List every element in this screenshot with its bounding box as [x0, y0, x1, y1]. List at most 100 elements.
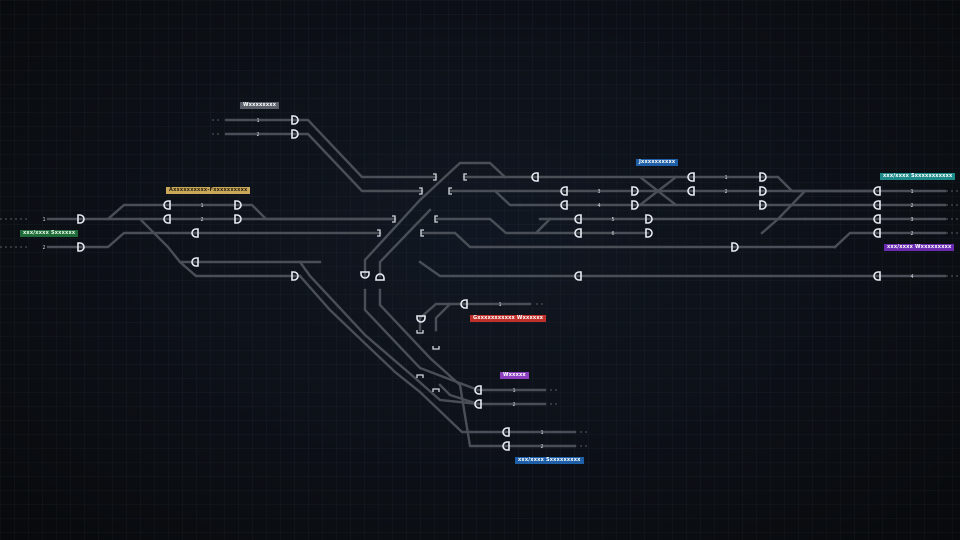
signal-icon[interactable]: [191, 257, 199, 267]
signal-icon[interactable]: [416, 315, 426, 323]
track-segment: [292, 118, 438, 179]
signal-icon[interactable]: [687, 172, 695, 182]
track-number: 2: [910, 231, 913, 237]
direction-label-west[interactable]: xxx/xxxx Sxxxxxx: [20, 230, 79, 237]
station-label-south-red[interactable]: Gxxxxxxxxxxx Wxxxxxx: [470, 315, 547, 322]
signal-icon[interactable]: [474, 399, 482, 409]
track-segment: [378, 208, 432, 278]
track-segment: [434, 217, 650, 235]
signal-icon[interactable]: [234, 200, 242, 210]
signal-icon[interactable]: [375, 273, 385, 281]
track-segment: [292, 132, 424, 193]
track-segment: [493, 189, 522, 207]
signal-icon[interactable]: [474, 385, 482, 395]
track-lines: [0, 118, 960, 448]
station-label-west-top[interactable]: Wxxxxxxxx: [240, 102, 280, 109]
track-number: 1: [200, 203, 203, 209]
track-number: 1: [540, 430, 543, 436]
track-number: 1: [724, 175, 727, 181]
track-segment: [298, 260, 480, 406]
signal-icon[interactable]: [731, 242, 739, 252]
track-number: 6: [611, 231, 614, 237]
signal-icon[interactable]: [163, 200, 171, 210]
signal-icon[interactable]: [759, 186, 767, 196]
signal-icon[interactable]: [191, 228, 199, 238]
signal-icon[interactable]: [645, 214, 653, 224]
track-number: 2: [200, 217, 203, 223]
station-label-south-purple[interactable]: Wxxxxx: [500, 372, 529, 379]
track-segment: [138, 217, 322, 264]
bracket-marker: [416, 330, 424, 334]
signal-icon[interactable]: [873, 200, 881, 210]
track-segment: [363, 161, 507, 278]
signal-icon[interactable]: [291, 115, 299, 125]
direction-label-east-bottom[interactable]: xxx/xxxx Wxxxxxxxxx: [884, 244, 955, 251]
bracket-marker: [420, 229, 424, 237]
signal-icon[interactable]: [759, 200, 767, 210]
track-segment: [420, 231, 837, 249]
bracket-marker: [463, 173, 467, 181]
signal-icon[interactable]: [291, 271, 299, 281]
signal-icon[interactable]: [460, 299, 468, 309]
signal-icon[interactable]: [873, 271, 881, 281]
signal-icon[interactable]: [502, 427, 510, 437]
signal-icon[interactable]: [560, 186, 568, 196]
signal-icon[interactable]: [360, 271, 370, 279]
station-label-west-main[interactable]: Axxxxxxxxxx-Fxxxxxxxxxx: [166, 187, 251, 194]
signal-icon[interactable]: [873, 214, 881, 224]
signal-icon[interactable]: [291, 129, 299, 139]
signal-icon[interactable]: [77, 214, 85, 224]
track-segment: [78, 231, 382, 249]
station-label-center-east[interactable]: Jxxxxxxxxxx: [636, 159, 679, 166]
signal-icon[interactable]: [77, 242, 85, 252]
signals: [77, 115, 881, 451]
track-segment: [438, 383, 480, 406]
bracket-marker: [392, 215, 396, 223]
signal-icon[interactable]: [873, 228, 881, 238]
track-segment: [434, 302, 452, 332]
track-number: 1: [256, 118, 259, 124]
signal-icon[interactable]: [574, 228, 582, 238]
signal-icon[interactable]: [560, 200, 568, 210]
track-number: 4: [597, 203, 600, 209]
track-segment: [760, 189, 807, 235]
track-segment: [760, 175, 878, 193]
track-number: 2: [910, 203, 913, 209]
signal-icon[interactable]: [502, 441, 510, 451]
track-segment: [638, 175, 678, 207]
track-segment: [178, 260, 302, 278]
signal-icon[interactable]: [574, 214, 582, 224]
signal-icon[interactable]: [873, 186, 881, 196]
track-number: 2: [540, 444, 543, 450]
track-end-brackets: [377, 173, 467, 392]
direction-label-south[interactable]: xxx/xxxx Sxxxxxxxxx: [515, 457, 584, 464]
signal-icon[interactable]: [531, 172, 539, 182]
signal-icon[interactable]: [574, 271, 582, 281]
track-number: 2: [512, 402, 515, 408]
track-number: 5: [611, 217, 614, 223]
track-number: 1: [910, 189, 913, 195]
signal-icon[interactable]: [631, 200, 639, 210]
signal-icon[interactable]: [163, 214, 171, 224]
track-number: 4: [910, 274, 913, 280]
track-number: 2: [42, 245, 45, 251]
track-number: 1: [42, 217, 45, 223]
bracket-marker: [416, 374, 424, 378]
signal-icon[interactable]: [759, 172, 767, 182]
bracket-marker: [419, 187, 423, 195]
track-number: 3: [597, 189, 600, 195]
signal-icon[interactable]: [631, 186, 639, 196]
direction-label-east-top[interactable]: xxx/xxxx Sxxxxxxxxxxx: [880, 173, 956, 180]
track-number-labels: 1 2 1 2 1 2 3 4 5 6 1 2 1 2 3 2 4 1 1 2 …: [42, 118, 913, 450]
track-number: 3: [910, 217, 913, 223]
signal-icon[interactable]: [645, 228, 653, 238]
signal-icon[interactable]: [687, 186, 695, 196]
signal-icon[interactable]: [234, 214, 242, 224]
bracket-marker: [448, 187, 452, 195]
track-number: 2: [724, 189, 727, 195]
track-number: 1: [498, 302, 501, 308]
bracket-marker: [377, 229, 381, 237]
